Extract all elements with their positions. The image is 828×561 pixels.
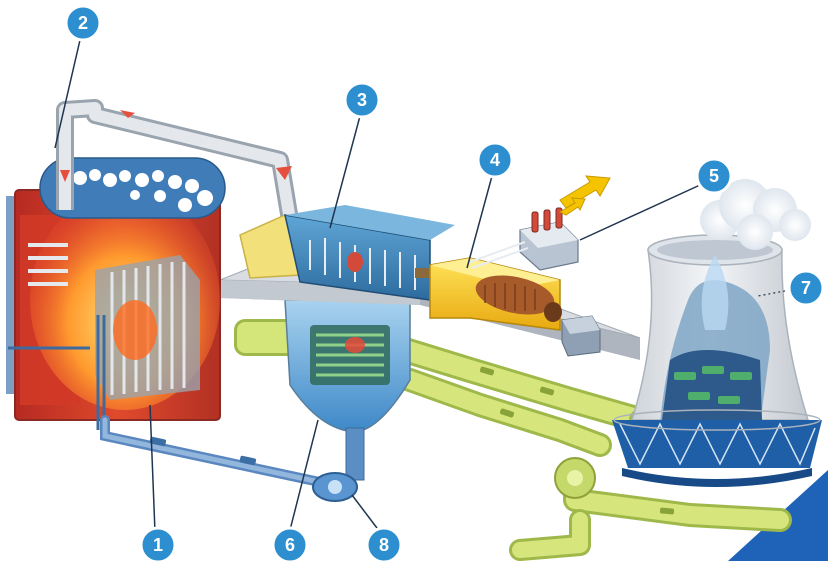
label-2-badge: 2 [66,6,100,40]
label-5-text: 5 [709,166,719,186]
label-3-badge: 3 [345,83,379,117]
label-4-badge: 4 [478,143,512,177]
label-7-badge: 7 [789,271,823,305]
feedwater-pump [313,473,357,501]
generator [430,258,600,356]
label-6-text: 6 [285,535,295,555]
label-6-badge: 6 [273,528,307,561]
label-2-text: 2 [78,13,88,33]
label-8-text: 8 [379,535,389,555]
label-5-badge: 5 [697,159,731,193]
transformer [470,208,578,270]
boiler [8,190,220,430]
feedwater-pipe [105,420,335,485]
label-1-text: 1 [153,535,163,555]
label-7-text: 7 [801,278,811,298]
label-4-text: 4 [490,150,500,170]
cooling-pump [555,458,595,498]
cooling-tower [612,235,822,487]
furnace-tubes [95,255,200,400]
power-output-arrow [560,176,610,215]
label-1-badge: 1 [141,528,175,561]
label-8-badge: 8 [367,528,401,561]
label-3-text: 3 [357,90,367,110]
condenser [285,300,410,480]
